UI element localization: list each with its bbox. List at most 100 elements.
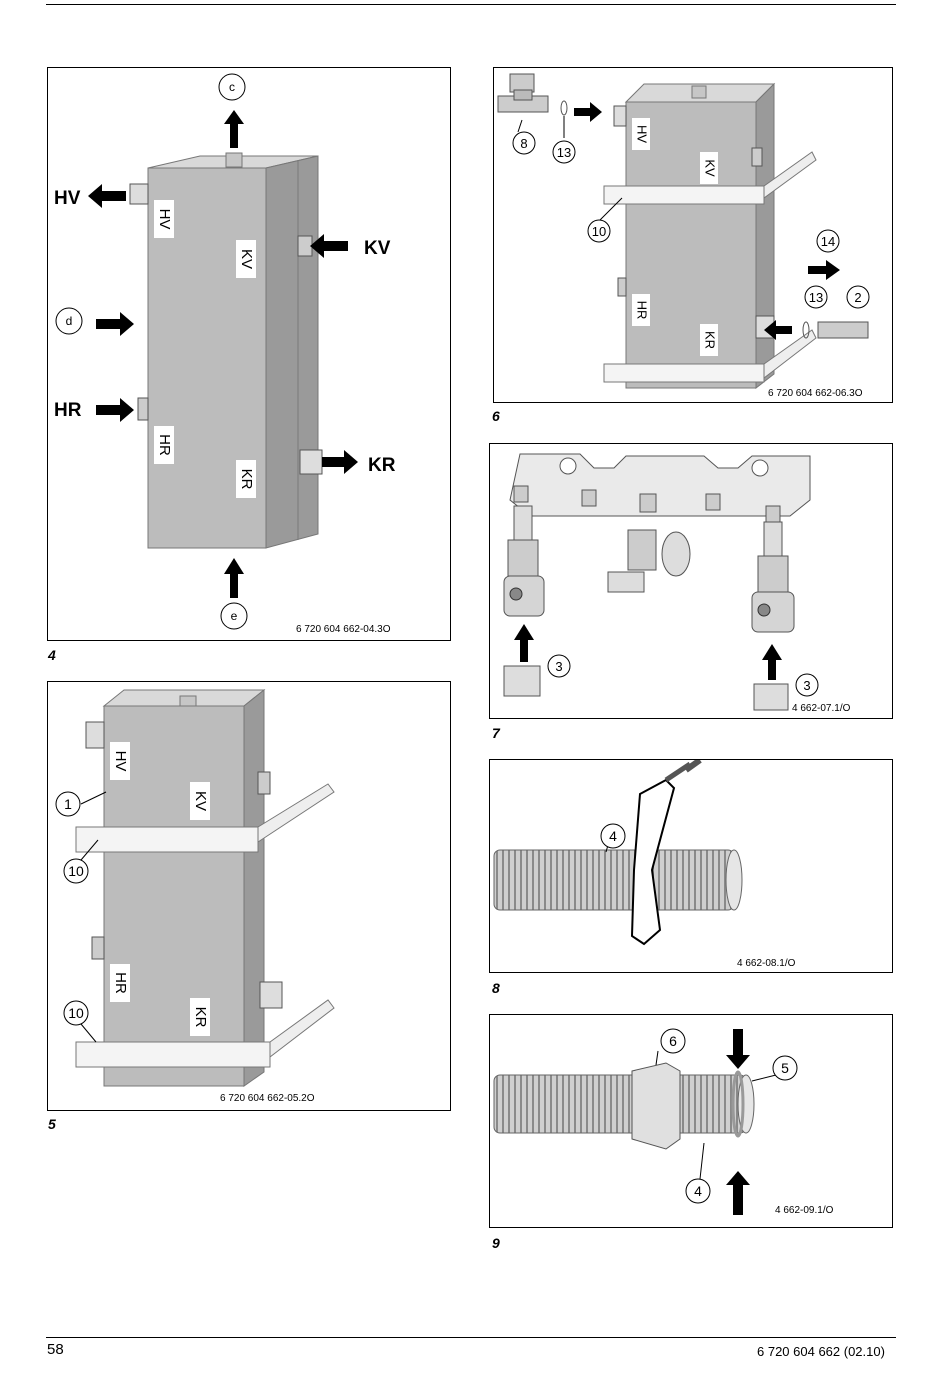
callout-2 xyxy=(846,285,870,309)
seal-ring-icon xyxy=(731,1070,745,1138)
callout-4 xyxy=(600,823,626,849)
figure-8-code: 4 662-08.1/O xyxy=(737,958,796,969)
figure-5: HV KV HR KR 1 10 10 6 720 604 662-05.2O xyxy=(47,681,451,1111)
label-hv: HV xyxy=(54,188,81,209)
label-hr: HR xyxy=(54,400,82,421)
svg-text:c: c xyxy=(229,80,235,94)
figure-9: 6 5 4 4 662-09.1/O xyxy=(489,1014,893,1228)
union-nut-icon xyxy=(631,1062,681,1150)
callout-3 xyxy=(795,673,819,697)
figure-7-code: 4 662-07.1/O xyxy=(792,703,851,714)
callout-3 xyxy=(547,654,571,678)
svg-text:14: 14 xyxy=(821,234,835,249)
box-label-kr: KR xyxy=(703,331,718,349)
header-rule xyxy=(46,4,896,5)
svg-text:d: d xyxy=(66,314,73,328)
svg-text:10: 10 xyxy=(68,863,84,879)
svg-text:1: 1 xyxy=(64,796,72,812)
arrow-up-top-icon xyxy=(224,110,244,148)
seal-ring-icon xyxy=(560,100,568,116)
arrow-d-icon xyxy=(96,312,134,336)
box-label-kr: KR xyxy=(238,469,255,490)
arrow-right-icon xyxy=(808,260,840,280)
callout-c xyxy=(218,73,246,101)
figure-4-drawing: HV KV HR KR c d e HV KV HR KR xyxy=(54,73,396,630)
callout-14 xyxy=(816,229,840,253)
callout-13 xyxy=(804,285,828,309)
box-label-hv: HV xyxy=(112,751,129,772)
footer-rule xyxy=(46,1337,896,1338)
tee-fitting-icon xyxy=(509,73,535,93)
box-label-kr: KR xyxy=(192,1007,209,1028)
mounting-strap xyxy=(75,826,259,853)
figure-4: HV KV HR KR c d e HV KV HR KR 6 720 604 … xyxy=(47,67,451,641)
nipple-icon xyxy=(753,683,789,711)
box-label-hr: HR xyxy=(156,434,173,456)
figure-8-drawing: 4 xyxy=(493,760,743,946)
label-kr: KR xyxy=(368,455,396,476)
callout-8 xyxy=(512,131,536,155)
callout-13 xyxy=(552,140,576,164)
mounting-strap xyxy=(75,1041,271,1068)
svg-text:3: 3 xyxy=(803,678,810,693)
callout-10 xyxy=(63,1000,89,1026)
arrow-up-icon xyxy=(762,644,782,680)
kv-port-icon xyxy=(297,235,313,257)
svg-text:8: 8 xyxy=(520,136,527,151)
corrugated-pipe xyxy=(493,849,735,911)
valve-icon xyxy=(507,539,539,577)
box-label-kv: KV xyxy=(238,249,255,269)
figure-9-number: 9 xyxy=(492,1235,500,1251)
pipe-cutter-icon xyxy=(630,778,676,946)
corrugated-pipe xyxy=(493,1074,747,1134)
svg-text:6: 6 xyxy=(669,1033,677,1049)
figure-7-drawing: 3 3 xyxy=(503,453,819,711)
callout-10 xyxy=(587,219,611,243)
arrow-down-icon xyxy=(726,1029,750,1069)
arrow-hr-icon xyxy=(96,398,134,422)
figure-9-code: 4 662-09.1/O xyxy=(775,1205,834,1216)
box-label-kv: KV xyxy=(192,791,209,811)
mounting-strap xyxy=(603,363,765,383)
callout-1 xyxy=(55,791,81,817)
callout-5 xyxy=(772,1055,798,1081)
callout-6 xyxy=(660,1028,686,1054)
figure-9-drawing: 6 5 4 xyxy=(493,1028,798,1215)
box-label-hr: HR xyxy=(635,301,650,320)
svg-text:5: 5 xyxy=(781,1060,789,1076)
label-kv: KV xyxy=(364,238,391,259)
svg-text:2: 2 xyxy=(854,290,861,305)
document-reference: 6 720 604 662 (02.10) xyxy=(757,1344,885,1359)
figure-5-drawing: HV KV HR KR 1 10 10 xyxy=(55,688,335,1087)
arrow-kv-icon xyxy=(310,234,348,258)
arrow-up-icon xyxy=(726,1171,750,1215)
figure-6-number: 6 xyxy=(492,408,500,424)
box-label-hr: HR xyxy=(112,972,129,994)
nipple-icon xyxy=(503,665,541,697)
nipple-icon xyxy=(817,321,869,339)
figure-5-number: 5 xyxy=(48,1116,56,1132)
mounting-strap xyxy=(603,185,765,205)
page-number: 58 xyxy=(47,1341,64,1358)
svg-text:10: 10 xyxy=(592,224,606,239)
svg-text:e: e xyxy=(231,609,238,623)
svg-text:10: 10 xyxy=(68,1005,84,1021)
valve-icon xyxy=(757,555,789,593)
svg-text:4: 4 xyxy=(609,828,617,844)
figure-6-drawing: HV KV HR KR 8 13 10 14 13 2 xyxy=(497,73,870,390)
figure-8: 4 4 662-08.1/O xyxy=(489,759,893,973)
callout-d xyxy=(55,307,83,335)
figure-7-number: 7 xyxy=(492,725,500,741)
figure-8-number: 8 xyxy=(492,980,500,996)
arrow-left-icon xyxy=(764,320,792,340)
box-label-kv: KV xyxy=(703,159,718,177)
figure-6: HV KV HR KR 8 13 10 14 13 2 6 720 604 66… xyxy=(493,67,893,403)
top-port-icon xyxy=(225,152,243,168)
figure-4-number: 4 xyxy=(48,647,56,663)
seal-ring-icon xyxy=(802,321,810,339)
arrow-kr-icon xyxy=(322,450,358,474)
callout-4 xyxy=(685,1178,711,1204)
callout-10 xyxy=(63,858,89,884)
hr-port-icon xyxy=(137,397,149,421)
arrow-up-icon xyxy=(514,624,534,662)
